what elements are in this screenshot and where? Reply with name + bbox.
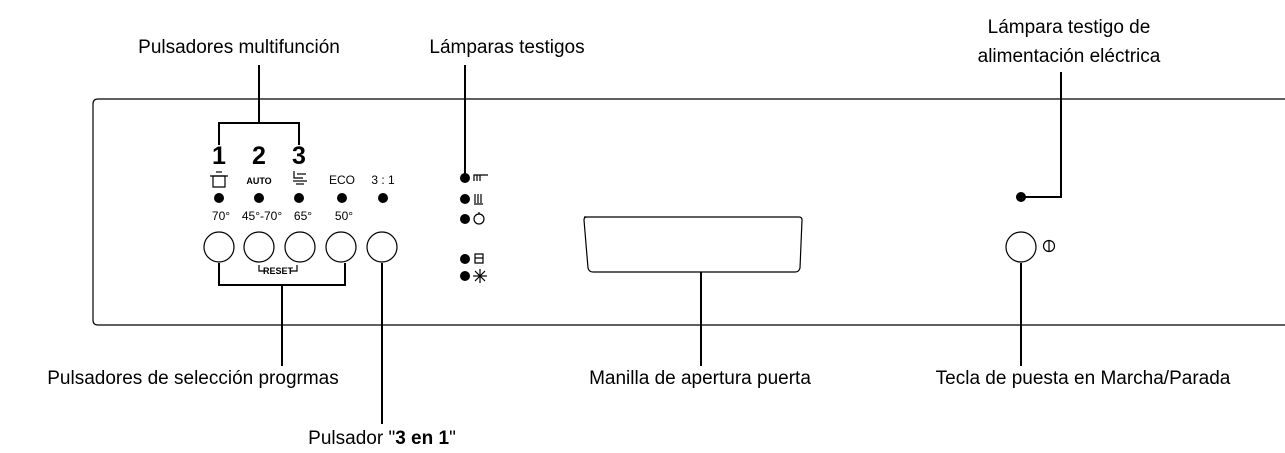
on-off-button[interactable] <box>1005 231 1037 263</box>
reset-label: RESET <box>263 266 294 276</box>
reset-marker <box>258 265 298 272</box>
panel-outline <box>92 98 1285 326</box>
button-lamp-2 <box>254 193 264 203</box>
temp-label-2: 45°-70° <box>242 209 282 223</box>
label-auto: AUTO <box>246 176 271 186</box>
button-number-1: 1 <box>212 142 226 170</box>
bracket-multifunction <box>218 122 300 145</box>
callout-on-off-key: Tecla de puesta en Marcha/Parada <box>936 368 1231 389</box>
delay-icon <box>473 212 485 225</box>
button-number-2: 2 <box>252 142 266 170</box>
lamp-program-end <box>460 254 470 264</box>
callout-power-lamp-line2: alimentación eléctrica <box>978 46 1161 67</box>
lamp-salt <box>460 173 470 183</box>
callout-door-handle: Manilla de apertura puerta <box>589 368 811 389</box>
drying-icon <box>473 269 487 283</box>
button-lamp-3 <box>294 193 304 203</box>
callout-three-in-one: Pulsador "3 en 1" <box>308 428 456 449</box>
lamp-rinse-aid <box>460 194 470 204</box>
leader-power-lamp <box>1022 72 1062 198</box>
program-end-icon <box>474 253 484 264</box>
door-handle[interactable] <box>583 216 803 273</box>
label-eco: ECO <box>329 173 355 187</box>
lamp-drying <box>460 271 470 281</box>
program-button-eco[interactable] <box>325 231 357 263</box>
power-icon <box>1042 239 1056 253</box>
callout-multifunction-buttons: Pulsadores multifunción <box>138 37 340 58</box>
temp-label-3: 65° <box>294 209 312 223</box>
rinse-aid-icon <box>474 194 483 205</box>
power-lamp <box>1016 192 1026 202</box>
button-number-3: 3 <box>292 142 306 170</box>
glass-icon <box>293 171 307 185</box>
program-button-1[interactable] <box>203 231 235 263</box>
button-lamp-1 <box>214 193 224 203</box>
temp-label-1: 70° <box>212 209 230 223</box>
callout-power-lamp-line1: Lámpara testigo de <box>988 17 1151 38</box>
lamp-delay <box>460 214 470 224</box>
label-three-one: 3 : 1 <box>371 173 395 187</box>
program-button-2[interactable] <box>243 231 275 263</box>
three-in-one-button[interactable] <box>366 231 398 263</box>
temp-label-eco: 50° <box>335 209 353 223</box>
callout-program-buttons: Pulsadores de selección progrmas <box>47 368 339 389</box>
salt-icon <box>473 174 488 181</box>
callout-indicator-lamps: Lámparas testigos <box>429 37 584 58</box>
program-button-3[interactable] <box>284 231 316 263</box>
button-lamp-three-one <box>378 193 388 203</box>
pot-icon <box>210 171 228 188</box>
button-lamp-eco <box>337 193 347 203</box>
